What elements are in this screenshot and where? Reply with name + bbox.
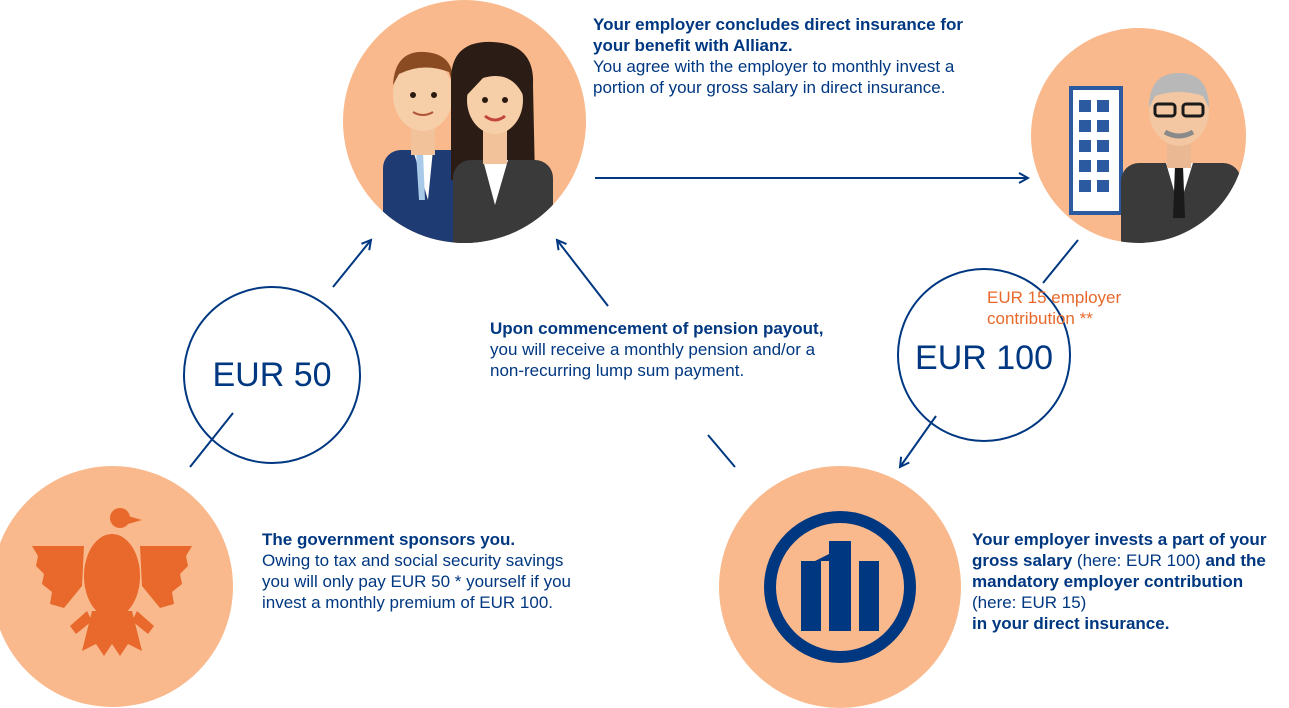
employer-contribution-note: EUR 15 employer contribution **	[987, 287, 1172, 329]
pension-payout-body: you will receive a monthly pension and/o…	[490, 340, 816, 380]
insurer-body-2: (here: EUR 15)	[972, 593, 1087, 612]
line-insurer-to-payout	[707, 434, 736, 468]
allianz-logo-icon	[764, 511, 916, 663]
insurer-node	[719, 466, 961, 708]
employer-contribution-text: EUR 15 employer contribution **	[987, 288, 1122, 328]
federal-eagle-icon	[32, 508, 192, 656]
insurer-bold-2: and the mandatory employer contribution	[972, 551, 1266, 591]
arrow-ring-to-employees	[332, 240, 371, 288]
pension-payout-bold: Upon commencement of pension payout,	[490, 319, 824, 338]
employer-amount: EUR 100	[915, 338, 1053, 377]
line-employer-to-ring	[1042, 239, 1079, 284]
government-body: Owing to tax and social security savings…	[262, 551, 571, 612]
government-bold: The government sponsors you.	[262, 530, 516, 549]
employer-conclusion-text: Your employer concludes direct insurance…	[593, 14, 963, 98]
employer-conclusion-body: You agree with the employer to monthly i…	[593, 57, 955, 97]
government-amount: EUR 50	[212, 355, 332, 394]
government-amount-ring: EUR 50	[183, 286, 361, 464]
arrow-payout-to-employees	[557, 240, 609, 307]
arrow-ring-to-insurer	[900, 415, 937, 467]
insurer-bold-1: Your employer invests a part of your gro…	[972, 530, 1267, 570]
government-text: The government sponsors you. Owing to ta…	[262, 529, 582, 613]
insurer-text: Your employer invests a part of your gro…	[972, 529, 1287, 634]
employer-amount-ring: EUR 100	[897, 268, 1071, 442]
insurer-bold-3: in your direct insurance.	[972, 614, 1170, 633]
pension-payout-text: Upon commencement of pension payout, you…	[490, 318, 830, 381]
insurer-body-1: (here: EUR 100)	[1076, 551, 1201, 570]
employer-building-icon	[1069, 73, 1241, 243]
employer-node	[1031, 28, 1246, 243]
employee-couple-icon	[383, 41, 553, 243]
employees-node	[343, 0, 586, 243]
employer-conclusion-bold: Your employer concludes direct insurance…	[593, 15, 964, 55]
government-node	[0, 466, 233, 707]
